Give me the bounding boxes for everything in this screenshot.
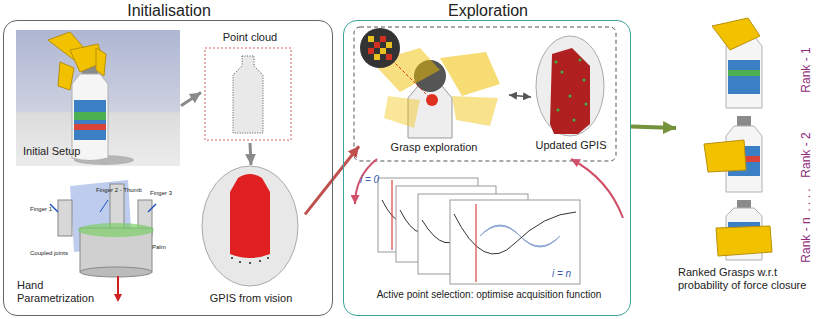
part-name: Finger 1 [30, 206, 52, 213]
panel-heading: Exploration [344, 1, 632, 20]
node-label: GPIS from vision [197, 292, 305, 305]
point-cloud [233, 56, 263, 133]
node-label: Active point selection: optimise acquisi… [355, 289, 623, 301]
node-label: Hand Parametrization [17, 279, 112, 305]
gpis-surface [230, 174, 270, 258]
iteration-label: i = n [552, 268, 571, 280]
part-name: Finger 2 - Thumb [96, 187, 142, 194]
iteration-label: i = 0 [360, 174, 379, 186]
rank-label: Rank - 2 [799, 132, 813, 177]
gpis-box: Updated GPIS [531, 35, 611, 159]
grasp-scene [360, 28, 500, 138]
node-label: Initial Setup [23, 145, 143, 158]
panel-heading: Initialisation [4, 1, 334, 20]
ranked-grasps [704, 18, 772, 260]
grasp-box: Grasp exploration [359, 31, 509, 159]
flow-arrow [571, 159, 623, 218]
point-cloud-box: Point cloud [201, 31, 299, 143]
gpis-box: GPIS from vision [197, 165, 305, 306]
hand-model [50, 180, 156, 302]
rank-label: . . . . [799, 188, 813, 211]
dashed-frame [354, 27, 616, 161]
gpis-sphere [202, 166, 298, 286]
flow-arrow [181, 93, 201, 106]
flow-arrow [509, 95, 531, 97]
updated-gpis [536, 36, 604, 136]
scene-background [16, 30, 180, 166]
points [231, 257, 269, 264]
bounding-box [205, 48, 291, 140]
rank-label: Rank - n [799, 217, 813, 262]
node-label: Updated GPIS [531, 139, 611, 152]
node-label: Grasp exploration [359, 141, 509, 154]
part-name: Coupled joints [30, 250, 70, 257]
robot-hand [48, 32, 106, 90]
scene-image: Initial Setup [17, 31, 181, 167]
flow-arrow [305, 146, 359, 214]
stage-panel: InitialisationInitial SetupPoint cloudHa… [3, 20, 333, 316]
node-label: Point cloud [201, 31, 299, 44]
flow-arrow [250, 143, 251, 165]
hand-model-box: Hand Parametrization [15, 177, 175, 311]
stage-panel: ExplorationGrasp explorationUpdated GPIS… [343, 20, 631, 316]
rank-label: Rank - 1 [799, 47, 813, 92]
plot-box: Active point selection: optimise acquisi… [355, 169, 623, 309]
node-label: Ranked Grasps w.r.t probability of force… [678, 266, 824, 292]
part-name: Finger 3 [150, 190, 172, 197]
flow-arrow [631, 127, 676, 128]
acquisition-plots [378, 178, 580, 284]
part-name: Palm [152, 244, 166, 251]
